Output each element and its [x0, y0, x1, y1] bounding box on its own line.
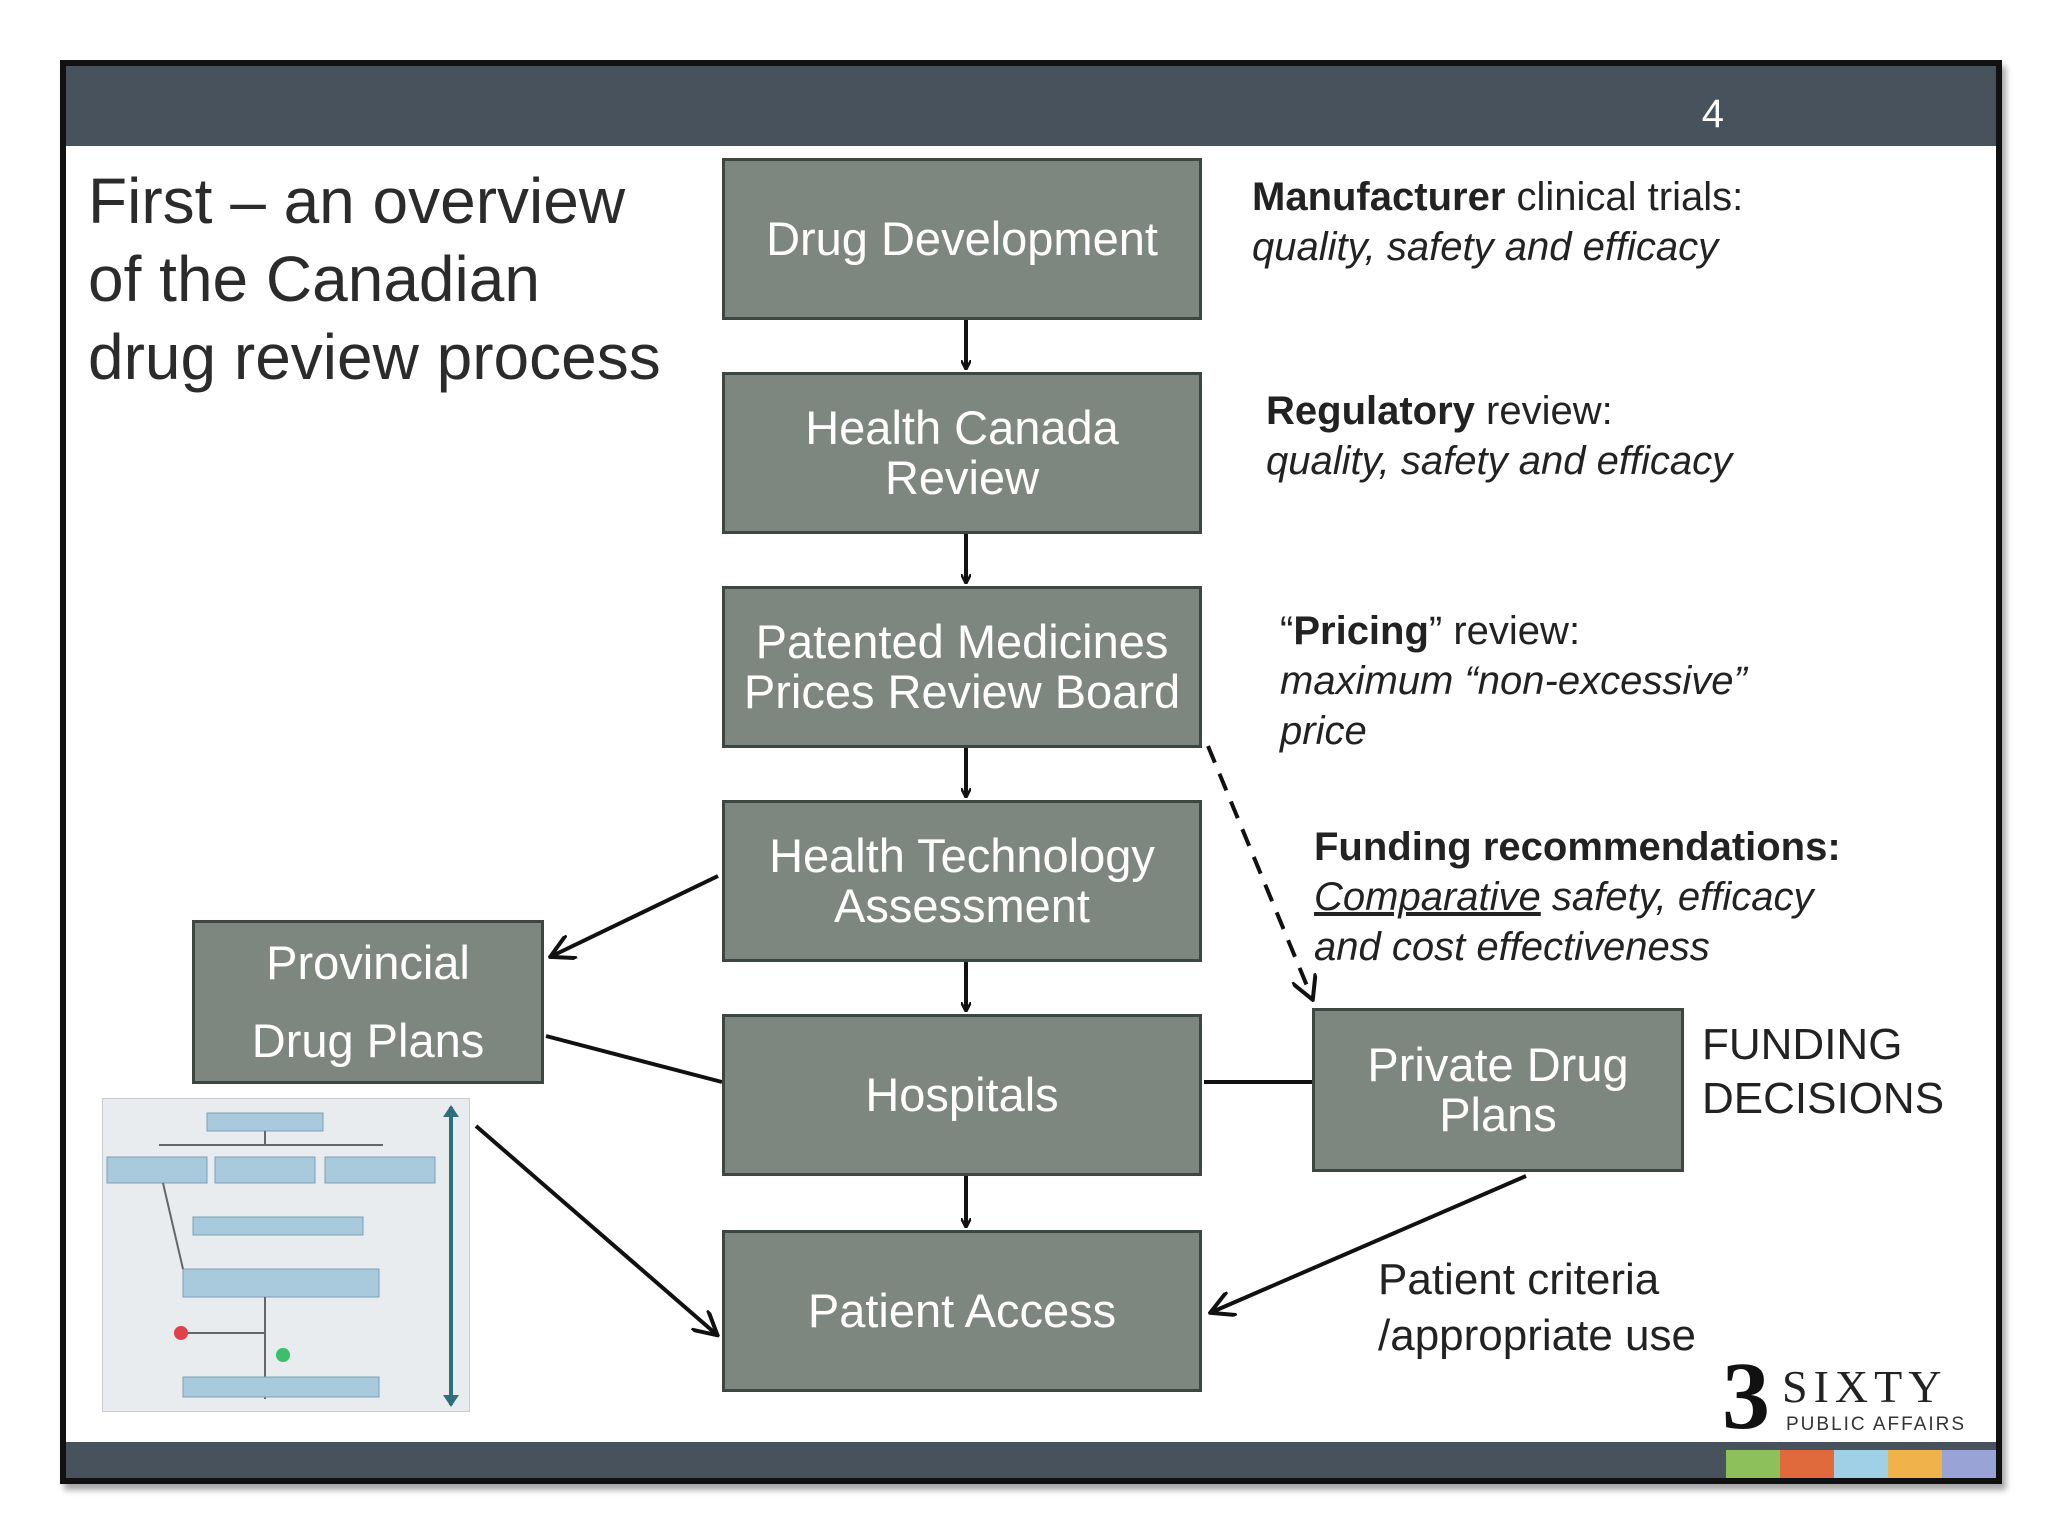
- flowchart-thumbnail: [102, 1098, 470, 1412]
- color-strip-lightblue: [1834, 1450, 1888, 1478]
- note-regulatory-italic: quality, safety and efficacy: [1266, 439, 1733, 483]
- box-patient-access: Patient Access: [722, 1230, 1202, 1392]
- note-funding-underline: Comparative: [1314, 875, 1541, 919]
- box-hospitals: Hospitals: [722, 1014, 1202, 1176]
- connector-layer: [474, 317, 1527, 1478]
- logo-subtitle: PUBLIC AFFAIRS: [1786, 1414, 1967, 1435]
- note-pricing: “Pricing” review: maximum “non-excessive…: [1280, 606, 1747, 756]
- bottom-bar: [66, 1442, 1996, 1478]
- dashed-arrow-pmprb-to-private: [1206, 745, 1312, 998]
- note-funding-italic2: and cost effectiveness: [1314, 925, 1710, 969]
- note-pricing-italic2: price: [1280, 709, 1367, 753]
- note-regulatory-rest: review:: [1474, 389, 1613, 433]
- note-regulatory-bold: Regulatory: [1266, 389, 1475, 433]
- slide-title: First – an overview of the Canadian drug…: [88, 165, 661, 393]
- note-pricing-rest: ” review:: [1428, 609, 1581, 653]
- box-health-canada-review: Health Canada Review: [722, 372, 1202, 534]
- note-manufacturer-bold: Manufacturer: [1252, 175, 1506, 219]
- note-funding-italic-rest: safety, efficacy: [1540, 875, 1814, 919]
- note-manufacturer: Manufacturer clinical trials: quality, s…: [1252, 172, 1743, 272]
- box-provincial-drug-plans: Provincial Drug Plans: [192, 920, 544, 1084]
- color-strip-orange: [1780, 1450, 1834, 1478]
- line-provincial-to-hospitals: [545, 1034, 723, 1084]
- arrow-private-to-patient: [1212, 1174, 1527, 1312]
- color-strip-green: [1726, 1450, 1780, 1478]
- note-funding-decisions: FUNDING DECISIONS: [1702, 1020, 1945, 1123]
- box-health-technology-assessment: Health Technology Assessment: [722, 800, 1202, 962]
- note-funding: Funding recommendations: Comparative saf…: [1314, 822, 1841, 972]
- note-pricing-italic1: maximum “non-excessive”: [1280, 659, 1747, 703]
- color-strip: [1726, 1450, 1996, 1478]
- logo-word: SIXTY: [1782, 1361, 1948, 1412]
- box-pmprb: Patented Medicines Prices Review Board: [722, 586, 1202, 748]
- note-patient-criteria: Patient criteria /appropriate use: [1378, 1255, 1696, 1360]
- note-manufacturer-italic: quality, safety and efficacy: [1252, 225, 1719, 269]
- logo-3sixty: 3 SIXTY PUBLIC AFFAIRS: [1722, 1342, 1986, 1449]
- top-bar: 4: [66, 66, 1996, 146]
- note-pricing-bold: Pricing: [1293, 609, 1429, 653]
- arrow-hta-to-provincial: [552, 874, 719, 956]
- color-strip-purple: [1942, 1450, 1996, 1478]
- note-funding-bold: Funding recommendations:: [1314, 825, 1841, 869]
- note-manufacturer-rest: clinical trials:: [1505, 175, 1744, 219]
- arrow-thumbnail-to-patient: [474, 1124, 716, 1334]
- box-drug-development: Drug Development: [722, 158, 1202, 320]
- color-strip-yellow: [1888, 1450, 1942, 1478]
- slide-number: 4: [1701, 92, 1724, 136]
- logo-number: 3: [1722, 1342, 1770, 1449]
- note-regulatory: Regulatory review: quality, safety and e…: [1266, 386, 1732, 486]
- box-private-drug-plans: Private Drug Plans: [1312, 1008, 1684, 1172]
- note-pricing-open: “: [1280, 609, 1294, 653]
- slide: 4 First – an overview of the Canadian dr…: [60, 60, 2002, 1484]
